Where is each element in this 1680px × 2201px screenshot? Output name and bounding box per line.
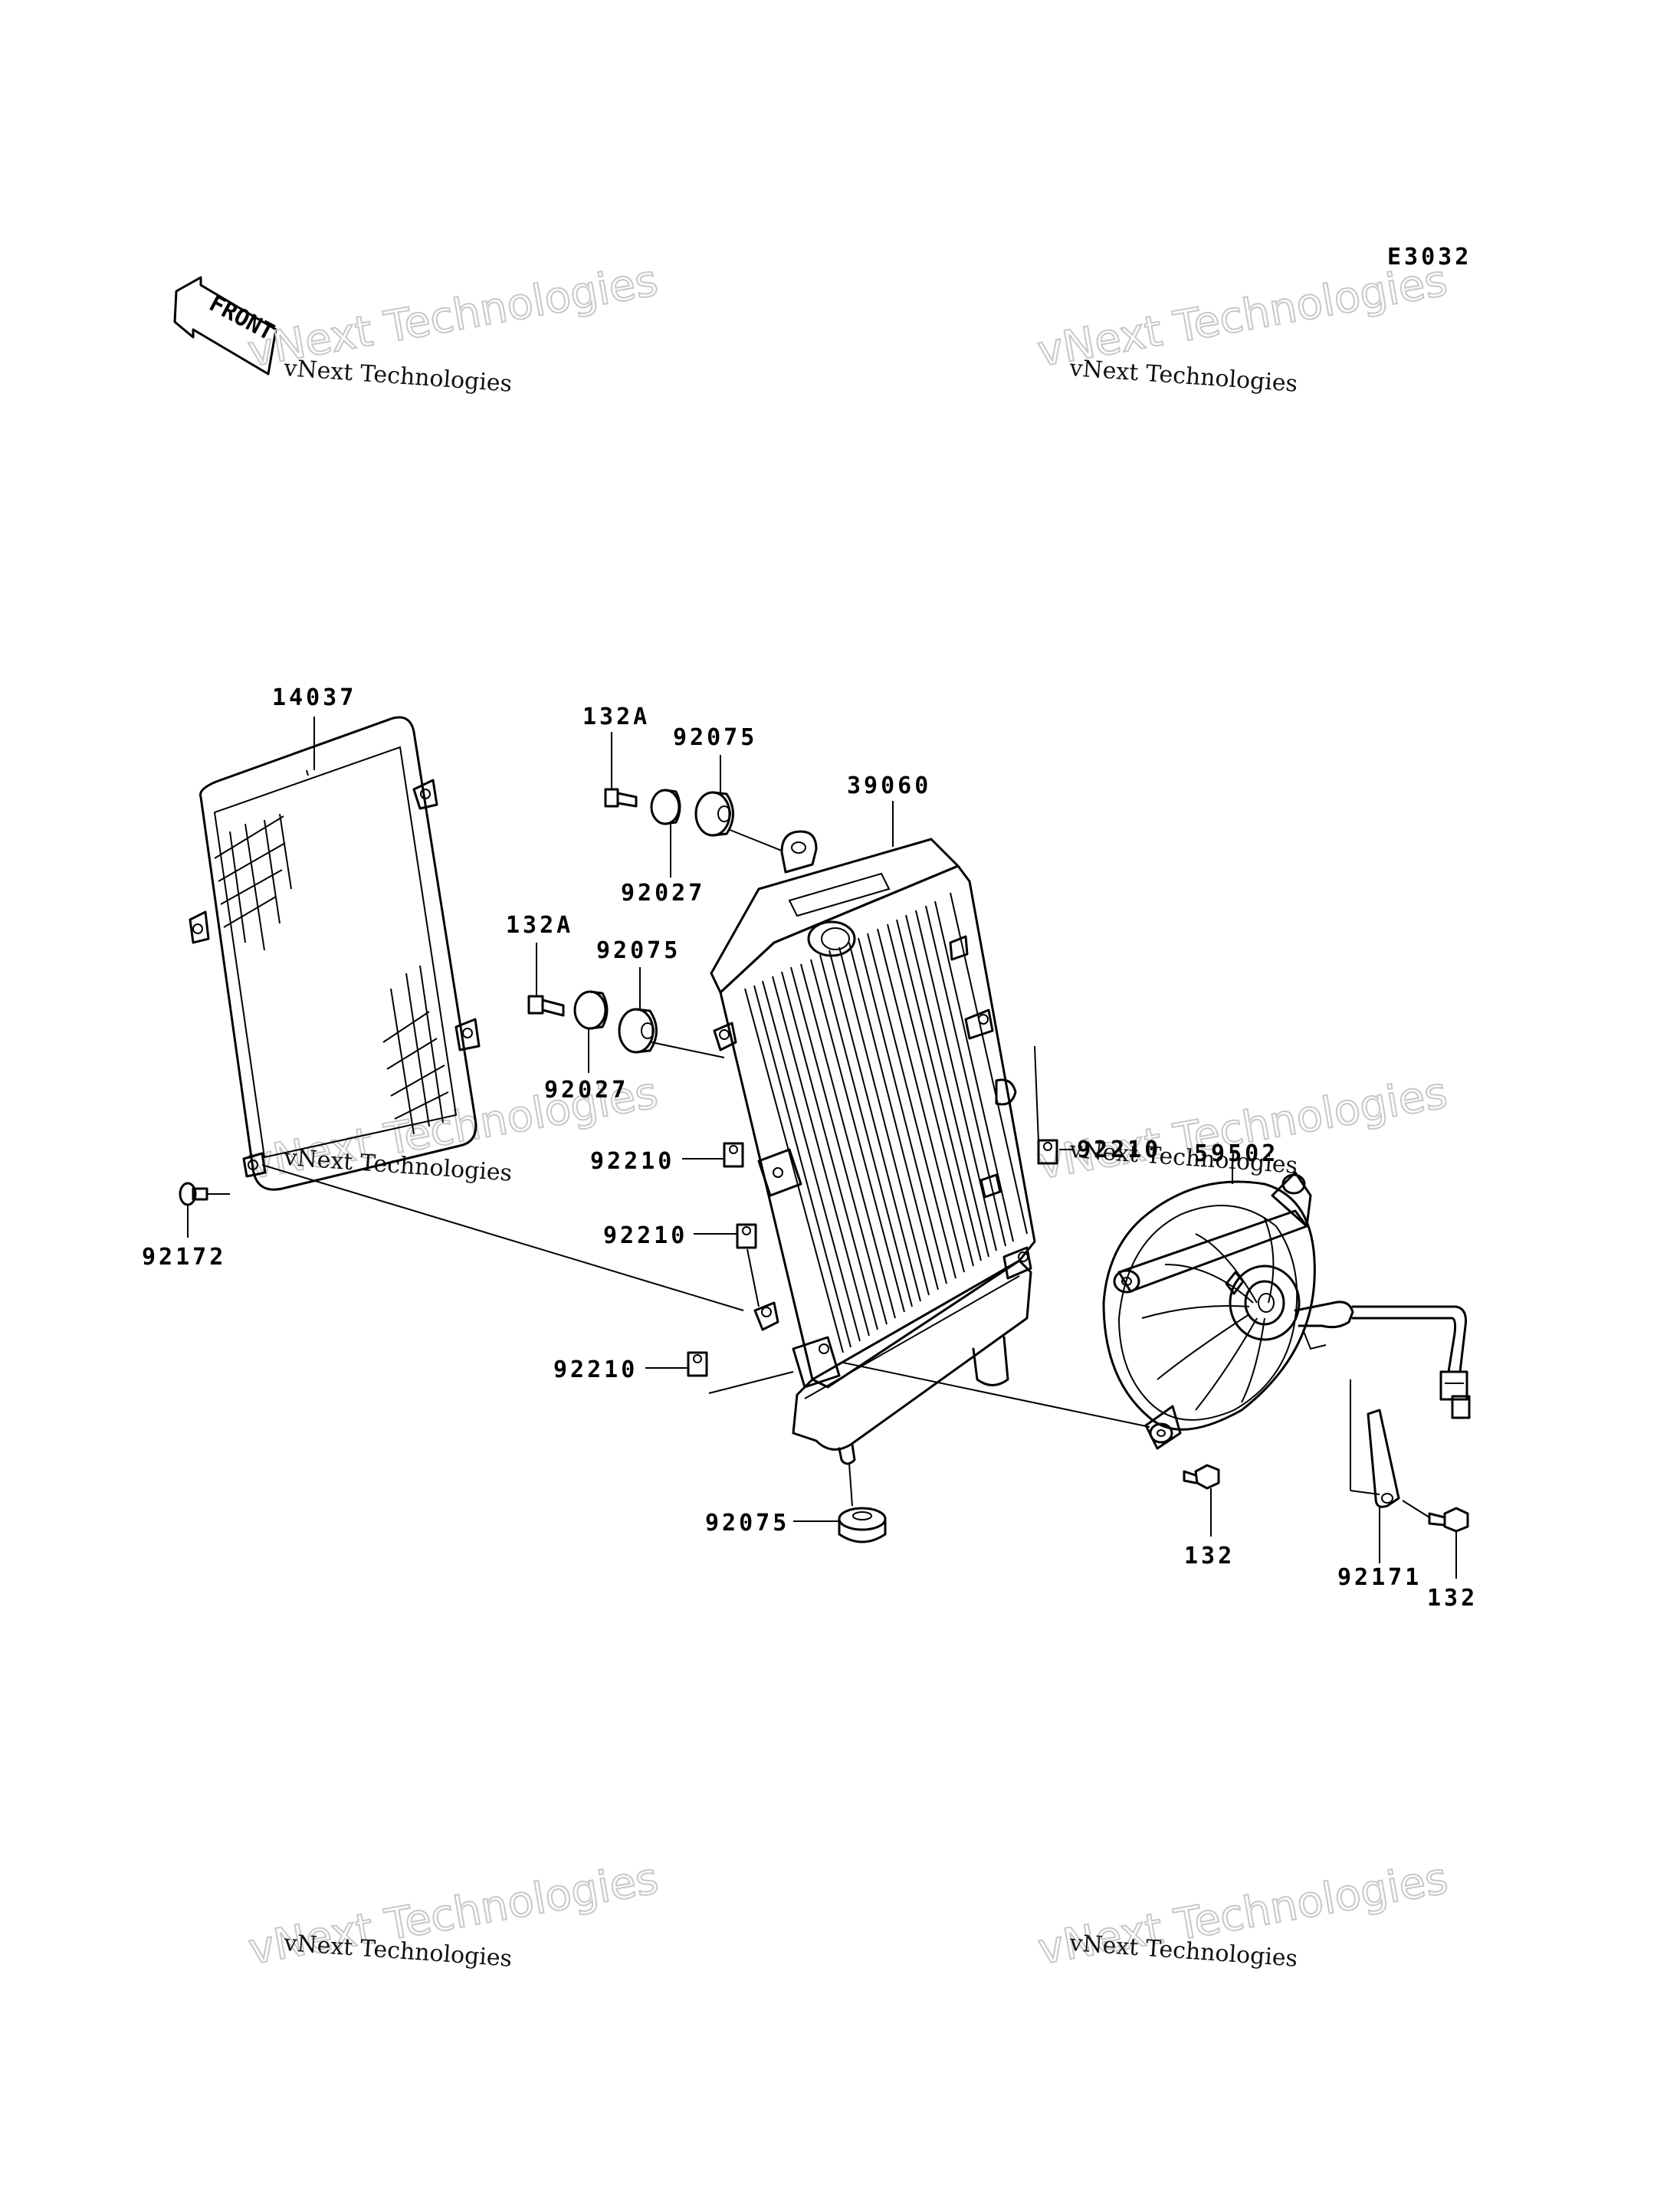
watermark: vNext Technologies vNext Technologies vN… (244, 255, 1452, 1976)
part-label-92075-mid: 92075 (596, 937, 681, 964)
grommet-92075-mid (618, 1008, 658, 1054)
part-label-92171: 92171 (1337, 1564, 1422, 1591)
part-label-14037: 14037 (272, 684, 356, 711)
radiator-screen (189, 716, 481, 1191)
bolt-132-right (1428, 1507, 1469, 1533)
part-label-92210-a: 92210 (590, 1148, 674, 1175)
clip-92210-b (736, 1223, 757, 1249)
grommet-92075-bottom (838, 1507, 887, 1543)
bolt-92172 (179, 1182, 230, 1206)
collar-92027-mid (573, 990, 609, 1030)
watermark-small: vNext Technologies (1068, 355, 1298, 398)
part-label-92075-top: 92075 (673, 724, 757, 751)
part-label-132-center: 132 (1184, 1543, 1235, 1570)
part-label-132a-mid: 132A (506, 912, 573, 939)
part-label-132-right: 132 (1427, 1585, 1478, 1612)
bolt-132a-mid (527, 995, 565, 1017)
clamp-92171 (1367, 1409, 1400, 1508)
bolt-132-center (1183, 1464, 1220, 1490)
part-label-92210-c: 92210 (553, 1356, 638, 1383)
clip-92210-a (723, 1142, 744, 1168)
radiator (710, 830, 1036, 1465)
part-label-92172: 92172 (142, 1244, 226, 1271)
part-label-92027-mid: 92027 (544, 1077, 628, 1104)
part-label-92210-right: 92210 (1077, 1137, 1161, 1163)
part-label-39060: 39060 (847, 772, 931, 799)
clip-92210-c (687, 1351, 708, 1377)
part-label-92027-top: 92027 (621, 880, 705, 907)
part-label-92075-bottom: 92075 (705, 1510, 789, 1537)
watermark-small: vNext Technologies (282, 355, 513, 398)
part-label-59502: 59502 (1194, 1140, 1278, 1167)
grommet-92075-top (694, 791, 734, 837)
part-label-92210-b: 92210 (603, 1222, 687, 1249)
collar-92027-top (650, 789, 681, 825)
bolt-132a-top (604, 788, 638, 808)
clip-92210-right (1037, 1139, 1058, 1165)
part-label-132a-top: 132A (582, 704, 650, 730)
cooling-fan (1102, 1171, 1471, 1450)
diagram-code: E3032 (1387, 244, 1472, 271)
